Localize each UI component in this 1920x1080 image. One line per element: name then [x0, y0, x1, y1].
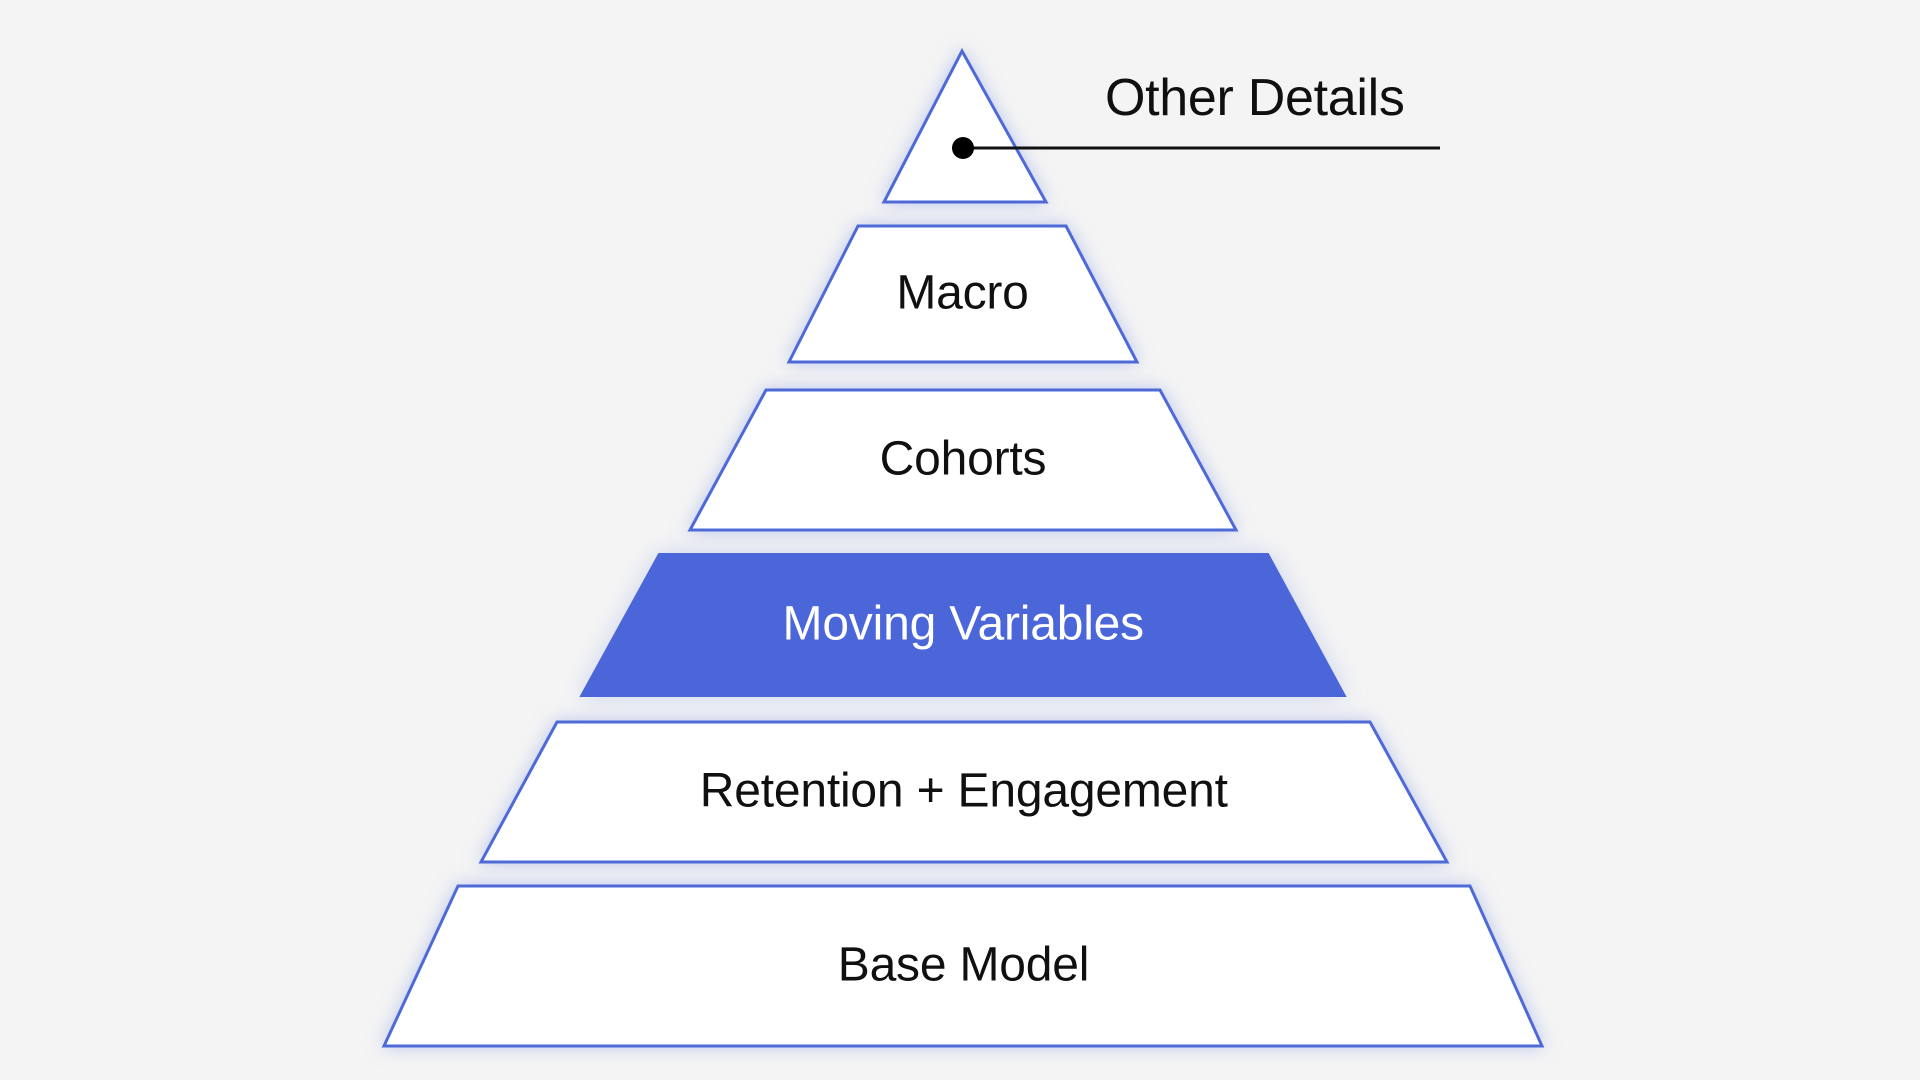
tier-label-moving-variables: Moving Variables	[783, 598, 1144, 651]
callout-label-other-details: Other Details	[1105, 69, 1405, 127]
pyramid-tier-retention-engagement[interactable]: Retention + Engagement	[478, 720, 1450, 864]
pyramid-tier-base-model[interactable]: Base Model	[381, 884, 1545, 1048]
tier-shape-moving-variables[interactable]	[579, 553, 1347, 697]
pyramid-tier-macro[interactable]: Macro	[786, 224, 1140, 364]
callout-other-details[interactable]: Other Details	[952, 69, 1440, 159]
callout-anchor-dot	[952, 137, 974, 159]
tier-label-cohorts: Cohorts	[880, 433, 1047, 486]
tier-shape-apex[interactable]	[881, 47, 1049, 204]
tier-shape-cohorts[interactable]	[687, 388, 1239, 532]
tier-label-base-model: Base Model	[838, 939, 1089, 992]
pyramid-tier-apex[interactable]	[881, 47, 1049, 204]
tier-shape-retention-engagement[interactable]	[478, 720, 1450, 864]
tier-label-macro: Macro	[896, 267, 1028, 320]
pyramid-tier-moving-variables[interactable]: Moving Variables	[579, 553, 1347, 697]
tier-label-retention-engagement: Retention + Engagement	[700, 765, 1228, 818]
tier-shape-macro[interactable]	[786, 224, 1140, 364]
pyramid-tier-cohorts[interactable]: Cohorts	[687, 388, 1239, 532]
tier-shape-base-model[interactable]	[381, 884, 1545, 1048]
